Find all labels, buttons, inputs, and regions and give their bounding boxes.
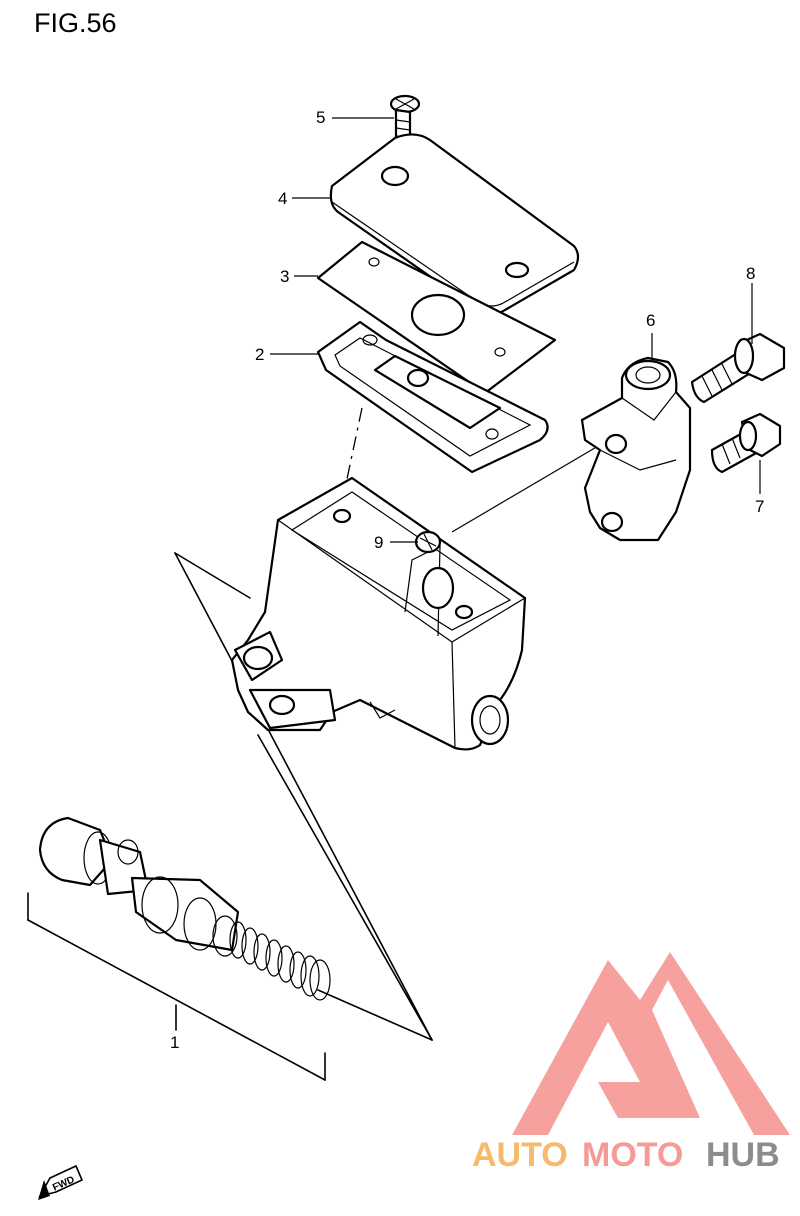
callout-3: 3: [280, 267, 289, 286]
small-plug-part-9: [414, 530, 442, 554]
watermark-auto: AUTO: [472, 1136, 568, 1174]
figure-title: FIG.56: [34, 8, 117, 38]
bolt-part-7: [710, 412, 782, 474]
reservoir-cap-part-4: [329, 133, 580, 316]
watermark-logo-icon: [512, 952, 790, 1135]
spring: [229, 921, 331, 1001]
part-1-bracket: [27, 892, 326, 1081]
callout-4: 4: [278, 189, 287, 208]
clamp-part-6: [580, 356, 692, 542]
callout-5: 5: [316, 108, 325, 127]
watermark-moto: MOTO: [582, 1136, 683, 1174]
callout-9: 9: [374, 533, 383, 552]
bolt-part-8: [690, 332, 786, 404]
callout-1: 1: [170, 1033, 179, 1052]
callout-7: 7: [755, 497, 764, 516]
diaphragm-plate-part-3: [316, 240, 557, 395]
callout-2: 2: [255, 345, 264, 364]
assembly-triangle-lines: [174, 552, 433, 1041]
centerline-clamp: [451, 441, 606, 533]
callout-6: 6: [646, 311, 655, 330]
diaphragm-part-2: [316, 320, 549, 474]
piston-kit-part-1: [38, 816, 331, 1001]
master-cylinder-body: [230, 476, 527, 751]
fwd-arrow-icon: FWD: [38, 1164, 84, 1200]
watermark-hub: HUB: [706, 1136, 780, 1174]
callout-8: 8: [746, 264, 755, 283]
leader-lines: [270, 117, 761, 543]
